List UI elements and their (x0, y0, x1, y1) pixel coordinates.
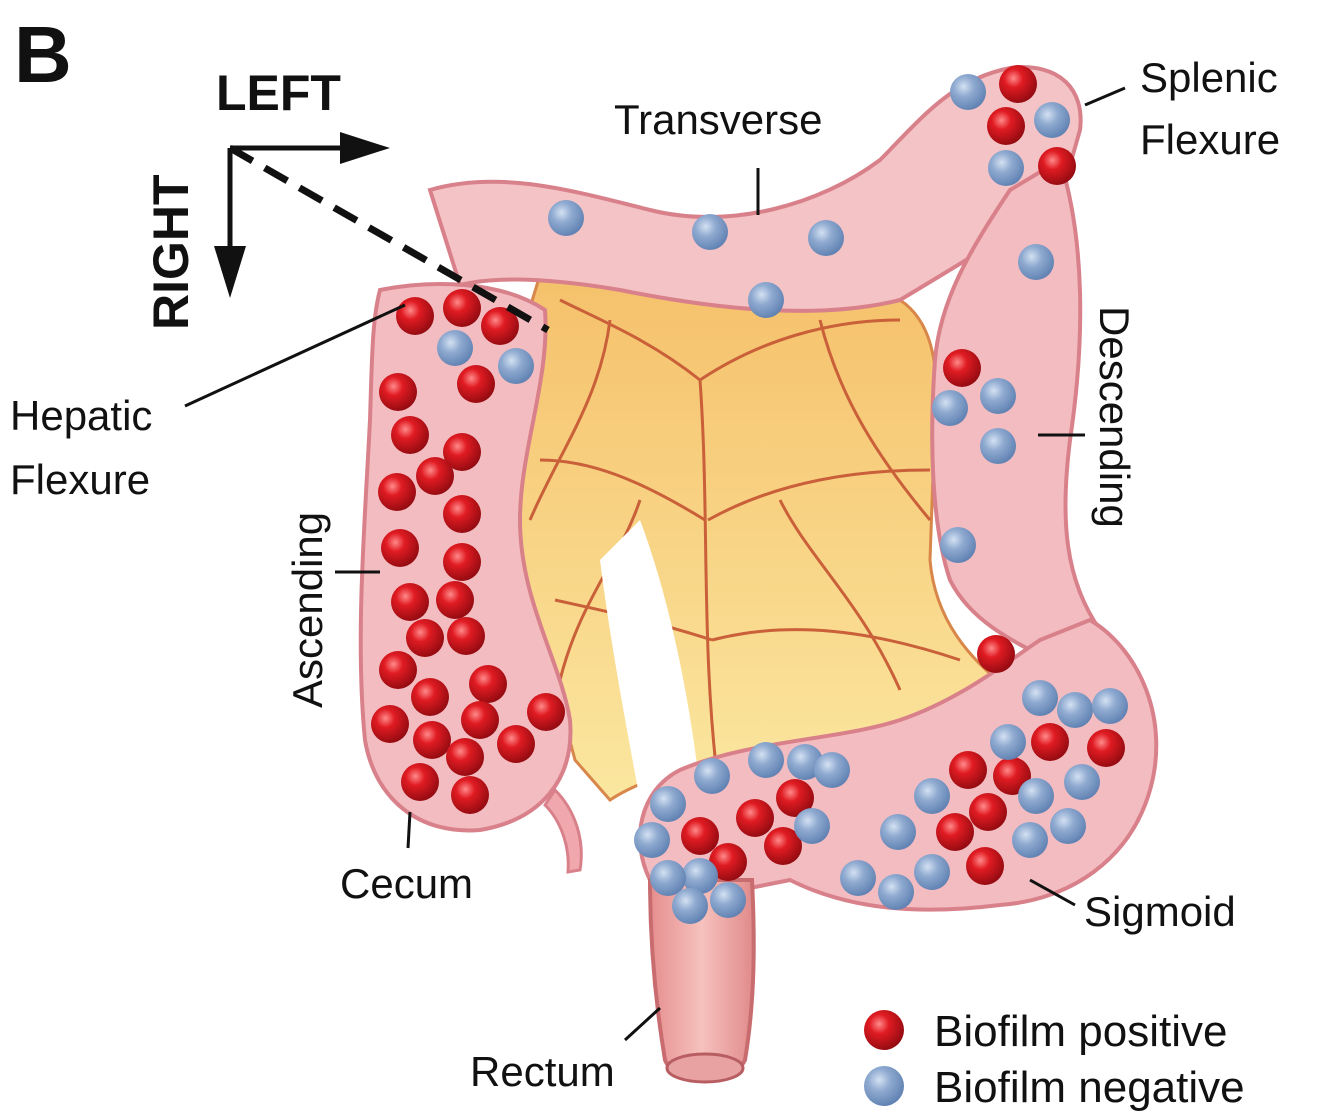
cecum-leader (408, 812, 410, 848)
sigmoid-label: Sigmoid (1084, 888, 1236, 935)
legend: Biofilm positive Biofilm negative (864, 1007, 1245, 1112)
splenic-leader (1085, 88, 1125, 105)
panel-label: B (14, 10, 72, 99)
ascending-label: Ascending (284, 512, 331, 708)
anus (667, 1054, 743, 1082)
rectum-label: Rectum (470, 1048, 615, 1095)
left-direction-label: LEFT (216, 65, 341, 121)
appendix (545, 790, 581, 872)
splenic-flexure-label-line2: Flexure (1140, 116, 1280, 163)
cecum-label: Cecum (340, 860, 473, 907)
splenic-flexure-label-line1: Splenic (1140, 54, 1278, 101)
legend-negative-marker (864, 1066, 904, 1106)
hepatic-flexure-label-line2: Flexure (10, 456, 150, 503)
legend-positive-marker (864, 1010, 904, 1050)
descending-label: Descending (1091, 306, 1138, 528)
rectum-leader (625, 1008, 660, 1040)
hepatic-flexure-label-line1: Hepatic (10, 392, 152, 439)
legend-positive-label: Biofilm positive (934, 1007, 1227, 1056)
right-direction-label: RIGHT (143, 174, 199, 330)
transverse-label: Transverse (614, 96, 823, 143)
colon-illustration (361, 67, 1157, 1082)
legend-negative-label: Biofilm negative (934, 1063, 1245, 1112)
